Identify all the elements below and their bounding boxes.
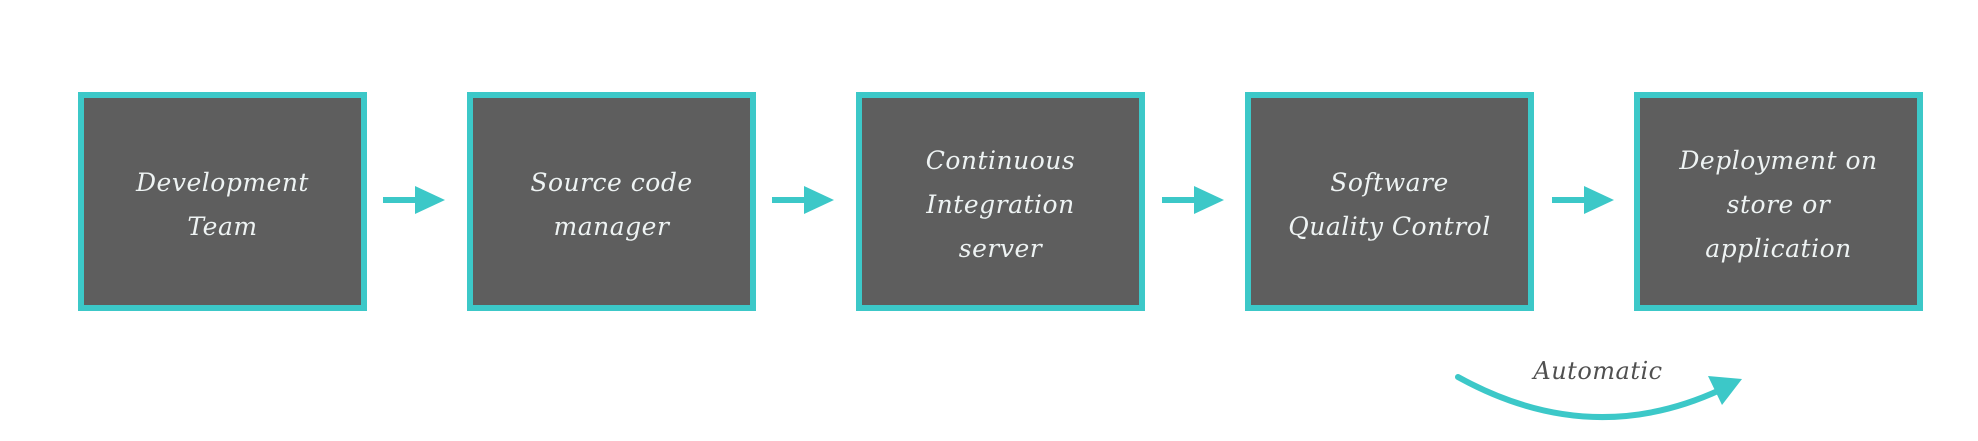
step-label: Continuous Integration server bbox=[925, 145, 1076, 263]
curved-arrow-icon bbox=[1455, 374, 1742, 421]
step-source-code-manager: Source code manager bbox=[467, 92, 756, 311]
arrow-right-icon bbox=[1552, 186, 1614, 214]
step-development-team: Development Team bbox=[78, 92, 367, 311]
step-label: Source code manager bbox=[530, 167, 693, 241]
step-deployment: Deployment on store or application bbox=[1634, 92, 1923, 311]
step-label: Development Team bbox=[136, 167, 309, 241]
automatic-label: Automatic bbox=[1533, 357, 1663, 385]
step-label: Software Quality Control bbox=[1288, 167, 1491, 241]
step-continuous-integration-server: Continuous Integration server bbox=[856, 92, 1145, 311]
step-software-quality-control: Software Quality Control bbox=[1245, 92, 1534, 311]
step-label: Deployment on store or application bbox=[1679, 145, 1878, 263]
arrow-right-icon bbox=[1162, 186, 1224, 214]
arrow-right-icon bbox=[383, 186, 445, 214]
arrow-right-icon bbox=[772, 186, 834, 214]
